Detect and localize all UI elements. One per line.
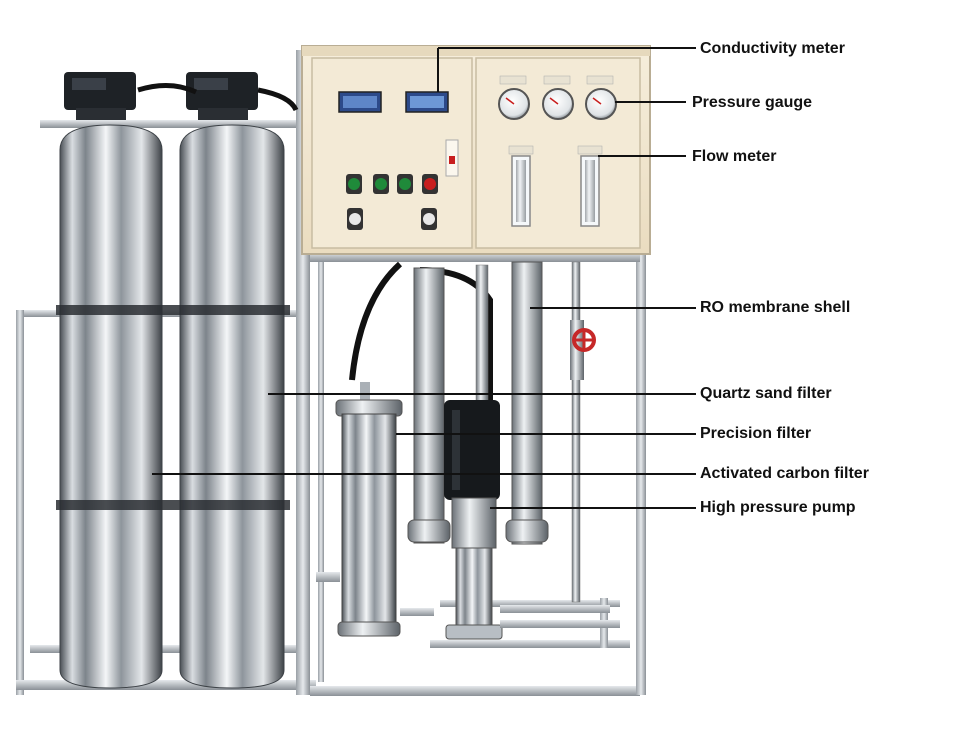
flow-meters (508, 145, 603, 227)
quartz-sand-filter-tank (59, 124, 163, 689)
label-quartz-sand-filter: Quartz sand filter (700, 385, 832, 402)
label-activated-carbon-filter: Activated carbon filter (700, 465, 869, 482)
control-valve-heads (40, 72, 299, 128)
tank-straps (56, 305, 290, 510)
label-pressure-gauge: Pressure gauge (692, 94, 813, 111)
activated-carbon-filter-tank (179, 124, 285, 689)
label-flow-meter: Flow meter (692, 148, 777, 165)
leader-lines (152, 47, 696, 509)
control-buttons (346, 174, 438, 230)
pressure-gauges (498, 75, 617, 120)
red-valve-icon (570, 320, 596, 380)
label-conductivity-meter: Conductivity meter (700, 40, 845, 57)
label-high-pressure-pump: High pressure pump (700, 499, 856, 516)
precision-filter-housing (335, 382, 403, 637)
control-cabinet (301, 45, 651, 255)
bottom-pipes (316, 572, 620, 628)
label-ro-membrane-shell: RO membrane shell (700, 299, 851, 316)
label-precision-filter: Precision filter (700, 425, 812, 442)
